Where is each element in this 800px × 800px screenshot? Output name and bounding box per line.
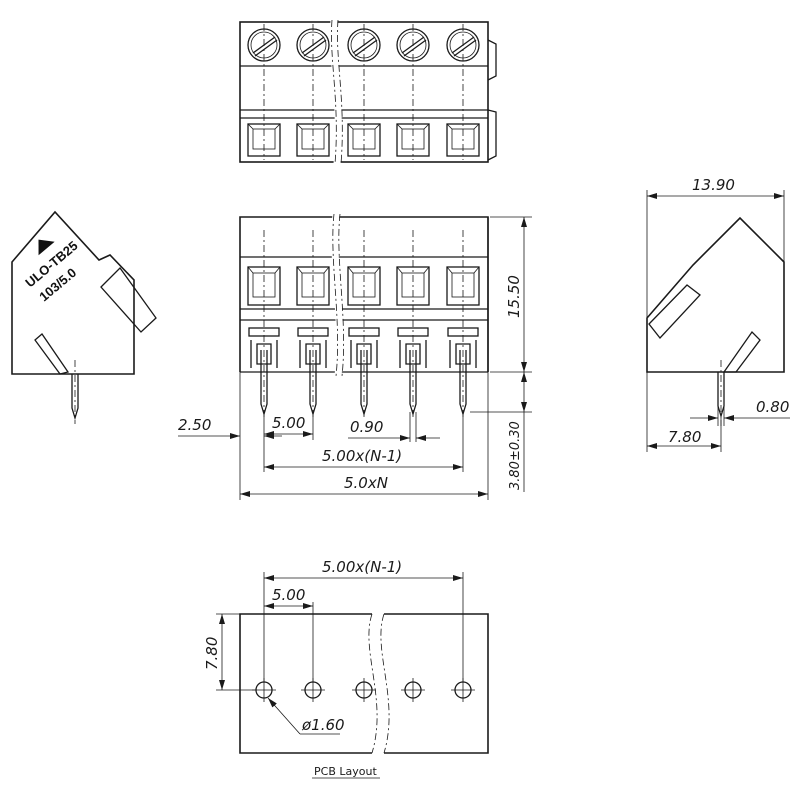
dimension-labels: 15.50 3.80±0.30 2.50 5.00 0.90 5.00x(N-1… (178, 176, 789, 778)
dim-span: 5.00x(N-1) (322, 447, 402, 465)
screw-heads (247, 28, 480, 62)
wire-entries-front (247, 266, 480, 306)
pcb-layout (216, 572, 489, 779)
dim-depth: 13.90 (692, 176, 735, 194)
dim-pcb-span: 5.00x(N-1) (322, 558, 402, 576)
pin-housings (248, 327, 479, 368)
dim-height: 15.50 (505, 275, 523, 318)
dim-pin-offset: 2.50 (178, 416, 211, 434)
front-dimensions (178, 216, 532, 500)
dim-total-width: 5.0xN (344, 474, 388, 492)
dim-pin-thickness: 0.80 (756, 398, 789, 416)
left-side-view: ULO-TB25 103/5.0 (11, 210, 157, 424)
dim-pin-length: 3.80±0.30 (508, 421, 523, 490)
dim-hole-diameter: ø1.60 (301, 716, 345, 734)
dim-pitch: 5.00 (272, 414, 305, 432)
top-view (239, 19, 497, 165)
front-view (239, 213, 489, 420)
dim-pin-width: 0.90 (350, 418, 383, 436)
right-side-view (646, 190, 790, 452)
pcb-holes (252, 678, 475, 702)
dim-pcb-pitch: 5.00 (272, 586, 305, 604)
dim-pin-from-back: 7.80 (668, 428, 701, 446)
wire-entries-top (247, 123, 480, 157)
solder-pins (260, 350, 467, 417)
pcb-layout-caption: PCB Layout (314, 765, 377, 778)
dim-pcb-row-offset: 7.80 (203, 637, 221, 670)
